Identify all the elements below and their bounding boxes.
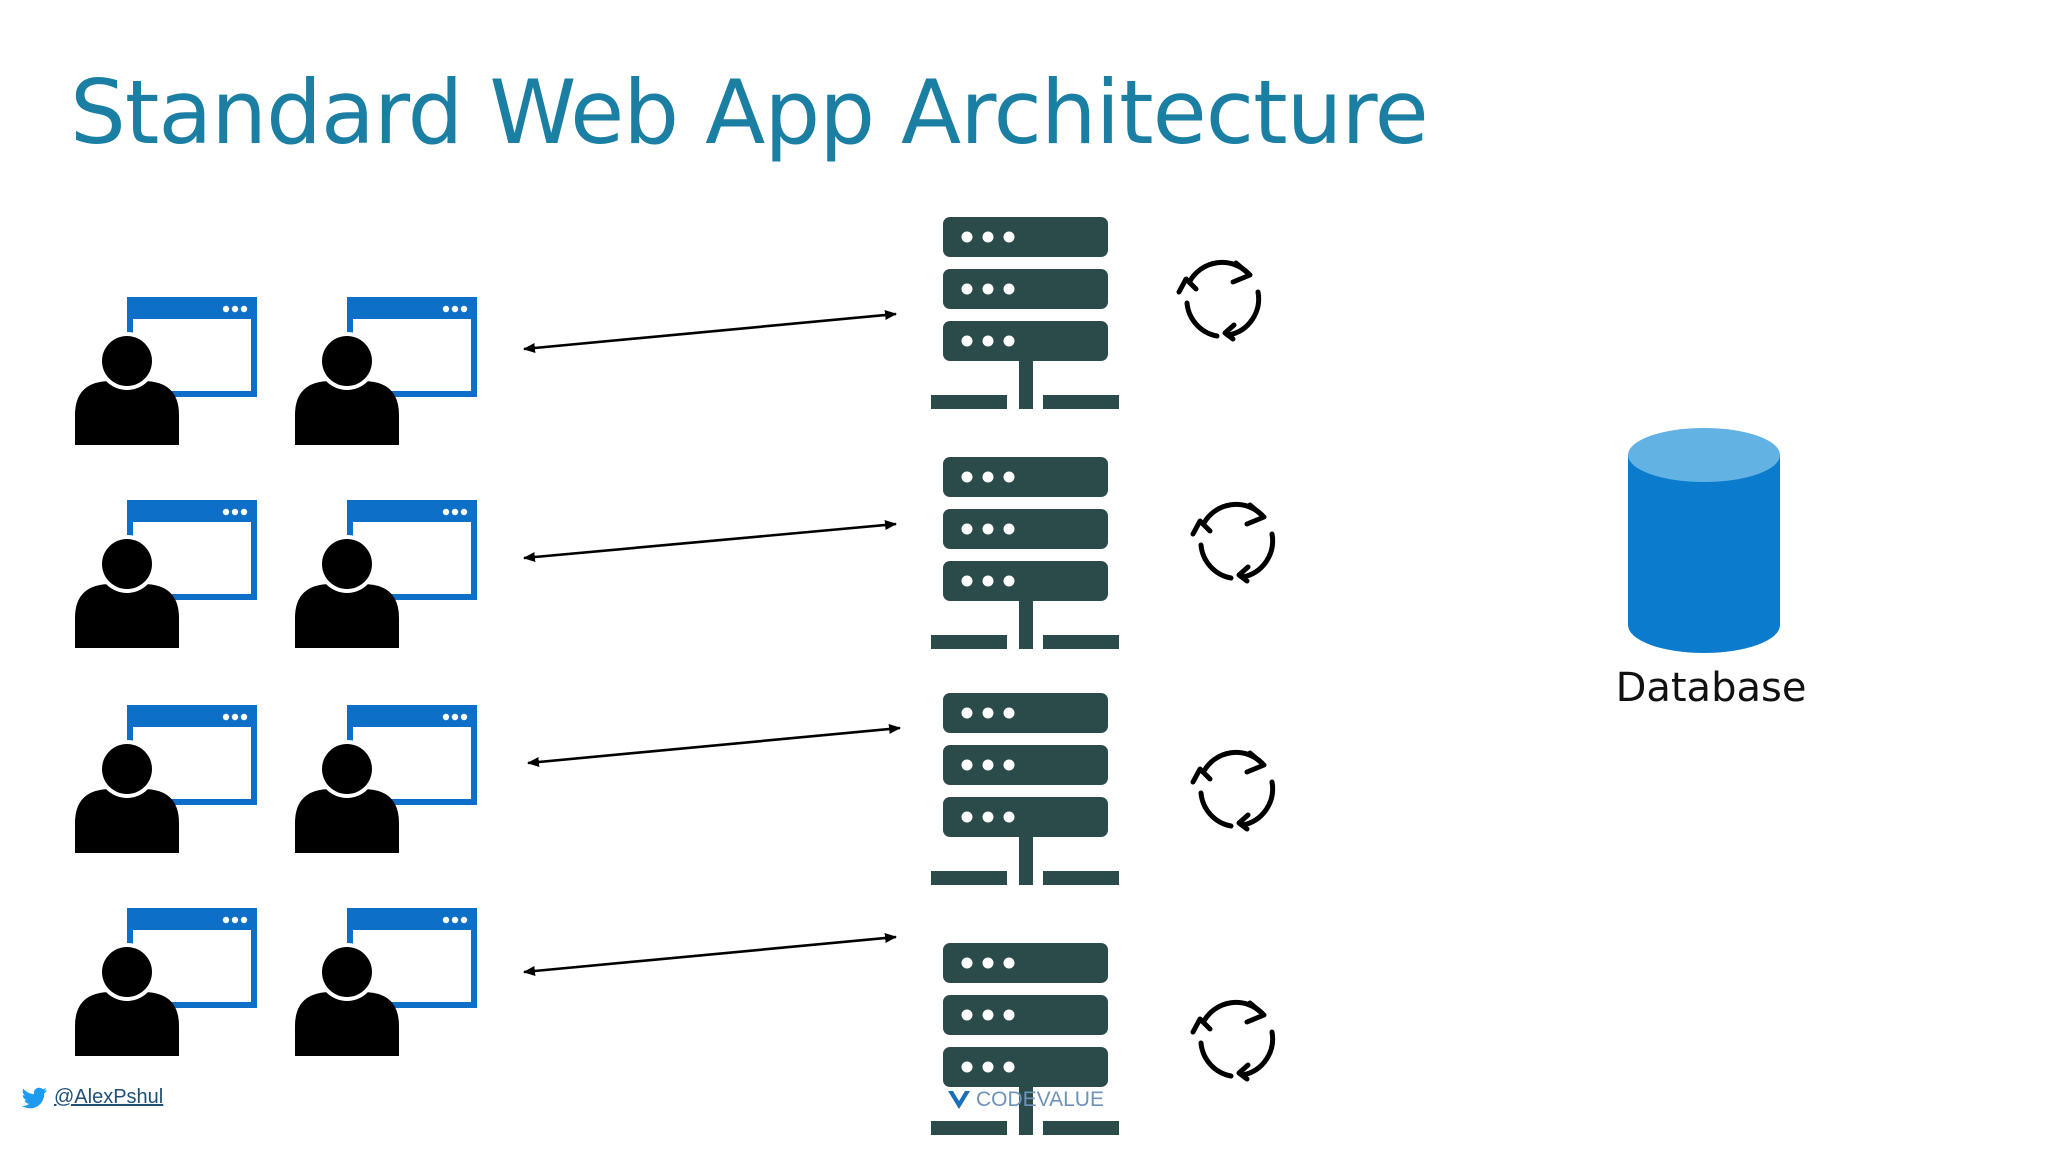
server-icon — [931, 693, 1119, 885]
refresh-cycle-icon — [1193, 504, 1273, 581]
client-user-icon — [295, 297, 477, 445]
server-column — [931, 217, 1119, 1135]
twitter-link[interactable]: @AlexPshul — [22, 1086, 163, 1109]
server-icon — [931, 217, 1119, 409]
client-user-icon — [75, 500, 257, 648]
watermark-logo: CODEVALUE — [946, 1088, 1104, 1112]
database-cylinder-icon — [1628, 428, 1780, 653]
client-server-arrow — [527, 724, 901, 767]
client-user-icon — [295, 705, 477, 853]
client-server-arrow — [523, 520, 897, 562]
client-user-icon — [75, 705, 257, 853]
database-label: Database — [1615, 665, 1807, 711]
refresh-cycle-icon — [1193, 752, 1273, 829]
client-user-icon — [295, 908, 477, 1056]
client-user-icon — [75, 908, 257, 1056]
refresh-cycle-icon — [1179, 262, 1259, 339]
client-user-icon — [75, 297, 257, 445]
watermark-text: CODEVALUE — [976, 1088, 1104, 1111]
twitter-handle[interactable]: @AlexPshul — [54, 1086, 164, 1108]
process-cycles — [1179, 262, 1273, 1079]
slide-title: Standard Web App Architecture — [70, 61, 1429, 164]
codevalue-logo-icon — [948, 1091, 970, 1109]
refresh-cycle-icon — [1193, 1002, 1273, 1079]
client-server-arrow — [523, 310, 897, 353]
client-user-icon — [295, 500, 477, 648]
client-server-arrow — [523, 933, 897, 976]
client-grid — [75, 297, 477, 1056]
connections — [523, 310, 901, 976]
server-icon — [931, 457, 1119, 649]
twitter-icon — [22, 1087, 47, 1108]
